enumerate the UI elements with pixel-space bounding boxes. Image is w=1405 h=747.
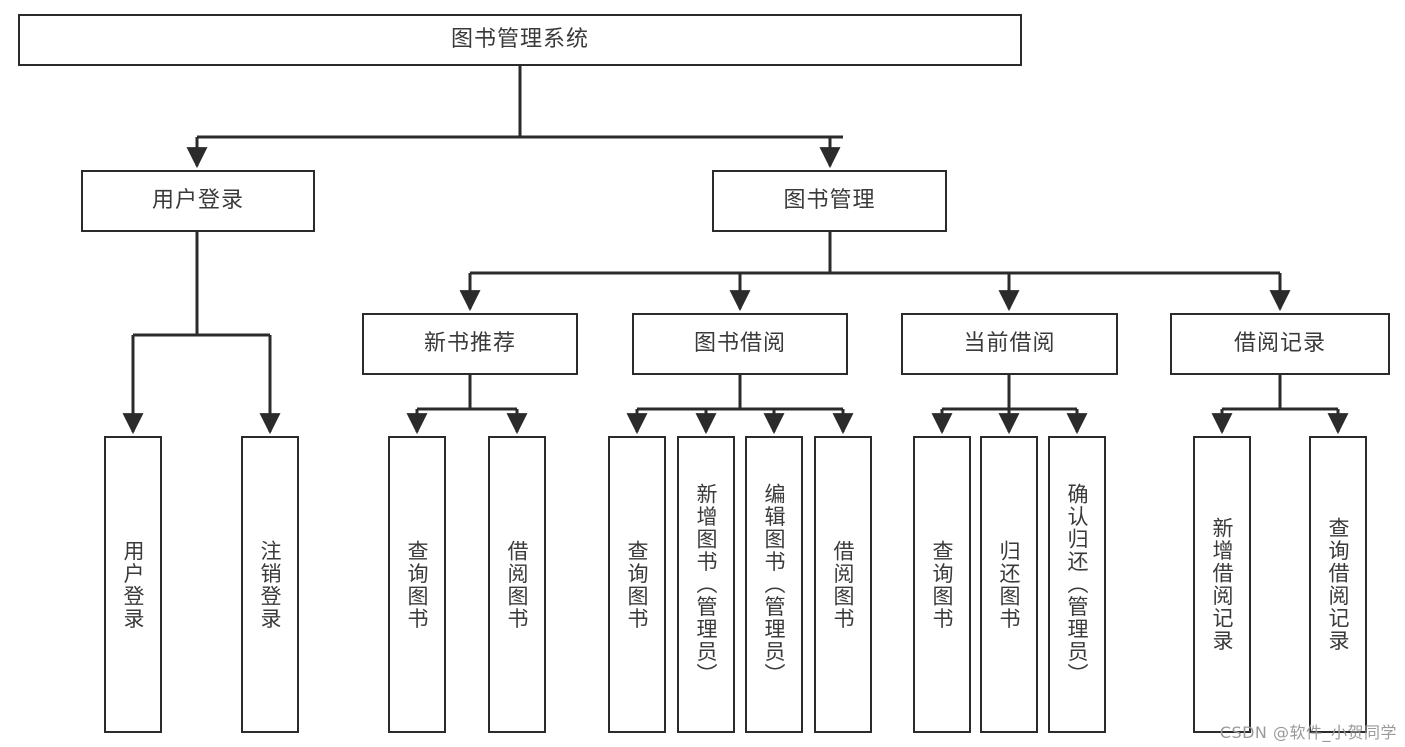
node-leaf-query-book-3-label: 查询图书 (930, 539, 955, 630)
node-leaf-add-record[interactable]: 新增借阅记录 (1193, 436, 1251, 733)
node-leaf-return-book-label: 归还图书 (997, 539, 1022, 630)
node-book-borrow-label: 图书借阅 (693, 330, 786, 356)
node-borrow-record-label: 借阅记录 (1233, 330, 1326, 356)
node-book-manage-label: 图书管理 (783, 187, 876, 213)
node-user-login[interactable]: 用户登录 (81, 170, 315, 232)
node-leaf-borrow-book-1-label: 借阅图书 (505, 539, 530, 630)
node-leaf-user-logout-label: 注销登录 (258, 539, 283, 630)
node-current-borrow-label: 当前借阅 (963, 330, 1056, 356)
node-leaf-query-book-1[interactable]: 查询图书 (388, 436, 446, 733)
node-leaf-user-logout[interactable]: 注销登录 (241, 436, 299, 733)
node-leaf-query-book-2-label: 查询图书 (625, 539, 650, 630)
node-current-borrow[interactable]: 当前借阅 (901, 313, 1118, 375)
node-leaf-query-record-label: 查询借阅记录 (1326, 517, 1351, 652)
node-new-book-rec[interactable]: 新书推荐 (362, 313, 578, 375)
node-leaf-confirm-return[interactable]: 确认归还（管理员） (1048, 436, 1106, 733)
node-leaf-borrow-book-1[interactable]: 借阅图书 (488, 436, 546, 733)
node-leaf-confirm-return-label: 确认归还（管理员） (1065, 483, 1090, 686)
node-leaf-return-book[interactable]: 归还图书 (980, 436, 1038, 733)
node-leaf-query-book-3[interactable]: 查询图书 (913, 436, 971, 733)
node-borrow-record[interactable]: 借阅记录 (1170, 313, 1390, 375)
node-leaf-user-login[interactable]: 用户登录 (104, 436, 162, 733)
node-leaf-edit-book-label: 编辑图书（管理员） (762, 483, 787, 686)
node-new-book-rec-label: 新书推荐 (423, 330, 516, 356)
node-root-label: 图书管理系统 (450, 26, 589, 52)
node-leaf-add-book-label: 新增图书（管理员） (694, 483, 719, 686)
node-leaf-query-record[interactable]: 查询借阅记录 (1309, 436, 1367, 733)
node-leaf-borrow-book-2-label: 借阅图书 (831, 539, 856, 630)
node-leaf-borrow-book-2[interactable]: 借阅图书 (814, 436, 872, 733)
node-book-borrow[interactable]: 图书借阅 (632, 313, 848, 375)
node-root[interactable]: 图书管理系统 (18, 14, 1022, 66)
node-user-login-label: 用户登录 (151, 187, 244, 213)
node-leaf-edit-book[interactable]: 编辑图书（管理员） (745, 436, 803, 733)
node-leaf-query-book-2[interactable]: 查询图书 (608, 436, 666, 733)
node-leaf-user-login-label: 用户登录 (121, 539, 146, 630)
node-leaf-add-record-label: 新增借阅记录 (1210, 517, 1235, 652)
node-book-manage[interactable]: 图书管理 (712, 170, 947, 232)
node-leaf-add-book[interactable]: 新增图书（管理员） (677, 436, 735, 733)
node-leaf-query-book-1-label: 查询图书 (405, 539, 430, 630)
csdn-watermark: CSDN @软件_小贺同学 (1219, 723, 1397, 742)
